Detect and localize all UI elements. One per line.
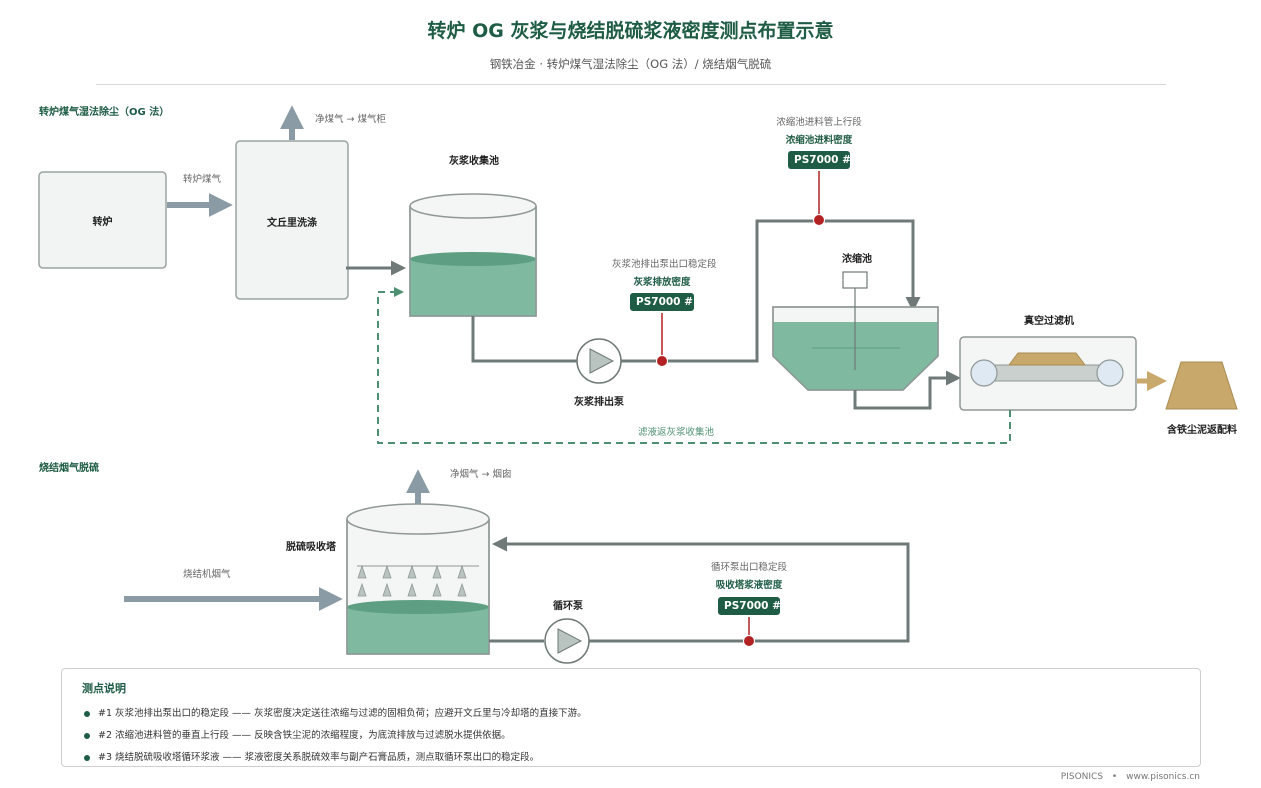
converter-box xyxy=(38,171,167,269)
header-divider xyxy=(96,84,1166,85)
section-sinter-title: 烧结烟气脱硫 xyxy=(39,463,99,474)
page-subtitle: 钢铁冶金 · 转炉煤气湿法除尘（OG 法）/ 烧结烟气脱硫 xyxy=(489,57,772,71)
footer-separator: • xyxy=(1111,772,1118,782)
legend-item: #2 浓缩池进料管的垂直上行段 —— 反映含铁尘泥的浓缩程度，为底流排放与过滤脱… xyxy=(84,727,511,741)
venturi-box xyxy=(235,140,349,300)
absorber-tower xyxy=(346,503,490,655)
collection-tank-label: 灰浆收集池 xyxy=(449,156,499,167)
thickener-feed-pipe xyxy=(621,219,921,363)
legend-item-text: #2 浓缩池进料管的垂直上行段 —— 反映含铁尘泥的浓缩程度，为底流排放与过滤脱… xyxy=(98,730,511,741)
vacuum-filter-label: 真空过滤机 xyxy=(1024,316,1074,327)
underflow-pipe xyxy=(853,370,961,410)
mp3-location: 循环泵出口稳定段 xyxy=(710,562,787,573)
bullet-dot xyxy=(84,754,90,761)
legend-panel: 测点说明 #1 灰浆池排出泵出口的稳定段 —— 灰浆密度决定送往浓缩与过滤的固相… xyxy=(61,668,1201,767)
converter-gas-label: 转炉煤气 xyxy=(183,174,222,185)
thickener-label: 浓缩池 xyxy=(842,254,872,265)
output-label: 含铁尘泥返配料 xyxy=(1167,425,1237,436)
collection-tank xyxy=(409,193,537,317)
section-og-title: 转炉煤气湿法除尘（OG 法） xyxy=(39,107,170,118)
absorber-label: 脱硫吸收塔 xyxy=(286,542,336,553)
legend-item: #1 灰浆池排出泵出口的稳定段 —— 灰浆密度决定送往浓缩与过滤的固相负荷；应避… xyxy=(84,705,587,719)
filtrate-return-line xyxy=(377,287,1011,444)
bullet-dot xyxy=(84,710,90,717)
mp2-name: 浓缩池进料密度 xyxy=(785,135,853,146)
venturi-label: 文丘里洗涤 xyxy=(267,218,317,229)
mp1-name: 灰浆排放密度 xyxy=(633,277,691,288)
sensor-2-point xyxy=(813,214,825,226)
mp3-name: 吸收塔浆液密度 xyxy=(715,580,783,591)
legend-title: 测点说明 xyxy=(82,682,126,695)
page-title: 转炉 OG 灰浆与烧结脱硫浆液密度测点布置示意 xyxy=(427,20,834,42)
thickener-tank xyxy=(772,271,939,391)
mp2-tag-badge: PS7000 #2 xyxy=(788,151,858,169)
flue-gas-label: 烧结机烟气 xyxy=(183,569,231,580)
iron-dust-pile xyxy=(1165,361,1238,410)
discharge-pump-label: 灰浆排出泵 xyxy=(574,397,624,408)
circulation-pump-label: 循环泵 xyxy=(553,601,583,612)
filtrate-return-label: 滤液返灰浆收集池 xyxy=(638,427,715,438)
mp2-location: 浓缩池进料管上行段 xyxy=(776,117,862,128)
tank-to-pump-pipe xyxy=(471,316,577,363)
clean-gas-label: 净煤气 → 煤气柜 xyxy=(315,114,386,125)
discharge-pump-icon xyxy=(576,338,622,384)
mp1-tag-badge: PS7000 #1 xyxy=(630,293,700,311)
circulation-pump-icon xyxy=(544,618,590,664)
footer-url: www.pisonics.cn xyxy=(1126,772,1200,782)
converter-label: 转炉 xyxy=(92,217,113,228)
footer: PISONICS • www.pisonics.cn xyxy=(1061,772,1200,782)
sensor-1-point xyxy=(656,355,668,367)
legend-item-text: #1 灰浆池排出泵出口的稳定段 —— 灰浆密度决定送往浓缩与过滤的固相负荷；应避… xyxy=(98,708,587,719)
footer-brand: PISONICS xyxy=(1060,772,1104,782)
bullet-dot xyxy=(84,732,90,739)
sensor-3-point xyxy=(743,635,755,647)
mp3-tag-badge: PS7000 #3 xyxy=(718,597,788,615)
legend-item-text: #3 烧结脱硫吸收塔循环浆液 —— 浆液密度关系脱硫效率与副产石膏品质，测点取循… xyxy=(98,752,540,763)
legend-item: #3 烧结脱硫吸收塔循环浆液 —— 浆液密度关系脱硫效率与副产石膏品质，测点取循… xyxy=(84,749,539,763)
clean-flue-label: 净烟气 → 烟囱 xyxy=(450,469,512,480)
mp1-location: 灰浆池排出泵出口稳定段 xyxy=(612,259,717,270)
vacuum-filter xyxy=(959,336,1137,411)
